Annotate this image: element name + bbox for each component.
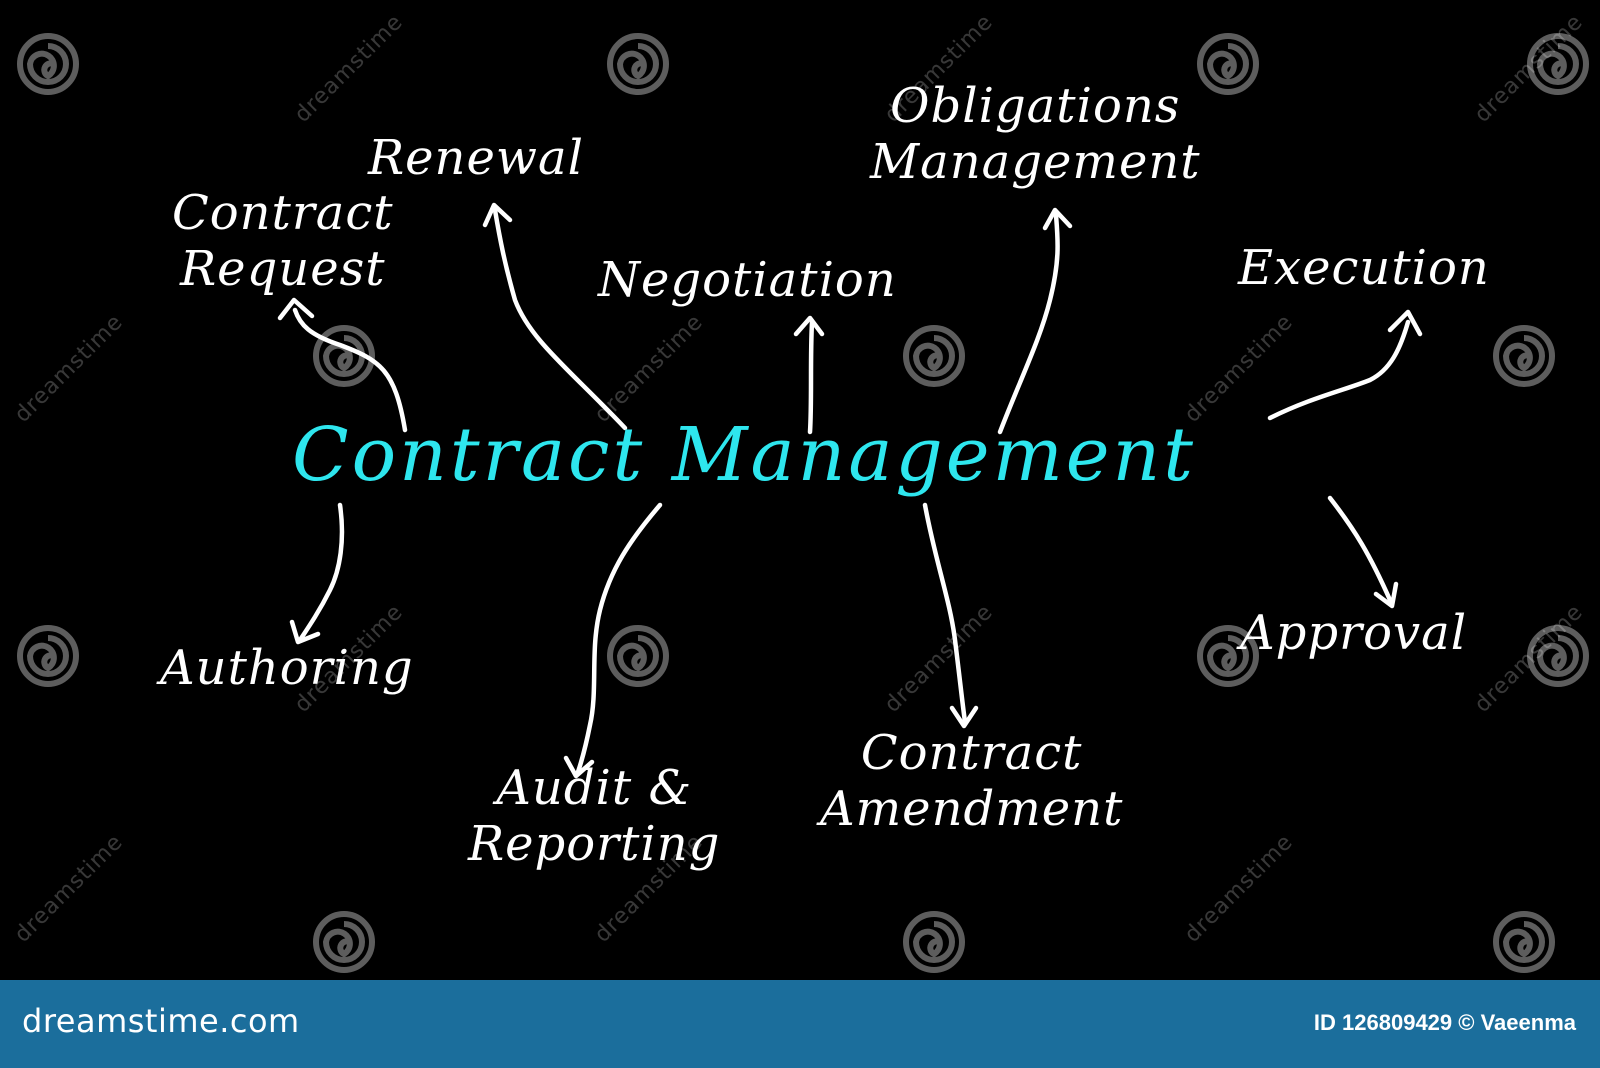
arrow-to-authoring [289,502,345,645]
dreamstime-spiral-icon [903,911,965,973]
node-execution: Execution [1238,240,1490,296]
dreamstime-spiral-icon [903,325,965,387]
center-title: Contract Management [292,412,1196,498]
arrow-to-audit [563,502,663,779]
arrow-to-amendment [922,502,979,729]
footer-bar: dreamstime.com ID 126809429 © Vaeenma [0,980,1600,1068]
node-negotiation: Negotiation [598,252,897,308]
dreamstime-spiral-icon [607,625,669,687]
node-authoring: Authoring [160,640,414,696]
dreamstime-spiral-icon [1527,33,1589,95]
arrow-to-execution [1267,309,1423,421]
arrow-layer [277,202,1423,779]
node-obligations: Obligations Management [870,78,1201,190]
dreamstime-spiral-icon [313,325,375,387]
dreamstime-spiral-icon [1197,33,1259,95]
arrow-to-negotiation [793,315,825,435]
dreamstime-spiral-icon [1197,625,1259,687]
node-amendment: Contract Amendment [820,725,1124,837]
node-approval: Approval [1240,605,1468,661]
arrow-to-contract-request [277,297,408,433]
node-contract-request: Contract Request [172,185,394,297]
arrow-to-approval [1327,495,1399,609]
footer-image-id: ID 126809429 © Vaeenma [1313,1010,1576,1035]
node-renewal: Renewal [368,130,584,186]
footer-site-logo[interactable]: dreamstime.com [22,1002,300,1040]
dreamstime-spiral-icon [1493,325,1555,387]
dreamstime-spiral-icon [1493,911,1555,973]
dreamstime-spiral-icon [17,33,79,95]
dreamstime-spiral-icon [17,625,79,687]
dreamstime-spiral-icon [1527,625,1589,687]
node-audit: Audit & Reporting [468,760,721,872]
dreamstime-spiral-icon [607,33,669,95]
arrow-to-obligations [997,207,1073,435]
dreamstime-spiral-icon [313,911,375,973]
arrow-to-renewal [482,202,628,431]
